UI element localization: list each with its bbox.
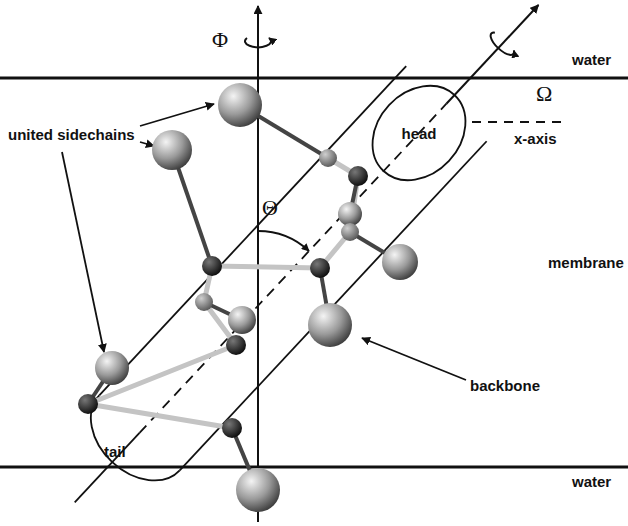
backbone-bead [78,394,98,414]
leader-arrow [362,338,466,380]
backbone-bead [195,293,213,311]
backbone-bond [88,404,232,428]
sidechain-sphere [382,244,418,280]
sidechain-sphere [308,303,352,347]
part-label: united sidechains [8,127,135,144]
backbone-bead [202,256,222,276]
membrane-boundary [0,77,628,80]
angle-symbol: Θ [262,196,278,220]
axis-label: x-axis [514,131,557,148]
rotation-symbol: Φ [212,28,228,52]
region-label: membrane [548,255,624,272]
region-label: water [572,52,611,69]
sidechain-sphere [338,202,362,226]
sidechain-sphere [95,351,129,385]
backbone-bead [222,418,242,438]
sidechain-sphere [152,130,192,170]
backbone-bead [348,166,368,186]
backbone-bond [212,266,320,268]
helix-cylinder [34,0,578,526]
sidechain-sphere [236,468,280,512]
backbone-bond [88,345,236,404]
leader-arrow [140,142,154,146]
backbone-bead [310,258,330,278]
sidechain-sphere [218,83,262,127]
membrane-boundary [0,466,628,469]
leader-arrow [62,152,104,352]
part-label: tail [104,444,126,461]
normal-axis [257,6,259,522]
part-label: backbone [470,378,540,395]
x-axis-line [472,121,562,123]
angle-arc [258,231,309,251]
backbone-bead [319,149,337,167]
backbone-bead [341,223,359,241]
peptide-model [78,83,418,512]
backbone-bead [226,335,246,355]
part-label: head [401,125,436,142]
leader-arrow [140,104,214,126]
rotation-symbol: Ω [536,82,552,106]
region-label: water [572,474,611,491]
head-ellipse: head [364,73,474,193]
rotation-arrow [245,38,271,47]
sidechain-sphere [228,306,256,334]
